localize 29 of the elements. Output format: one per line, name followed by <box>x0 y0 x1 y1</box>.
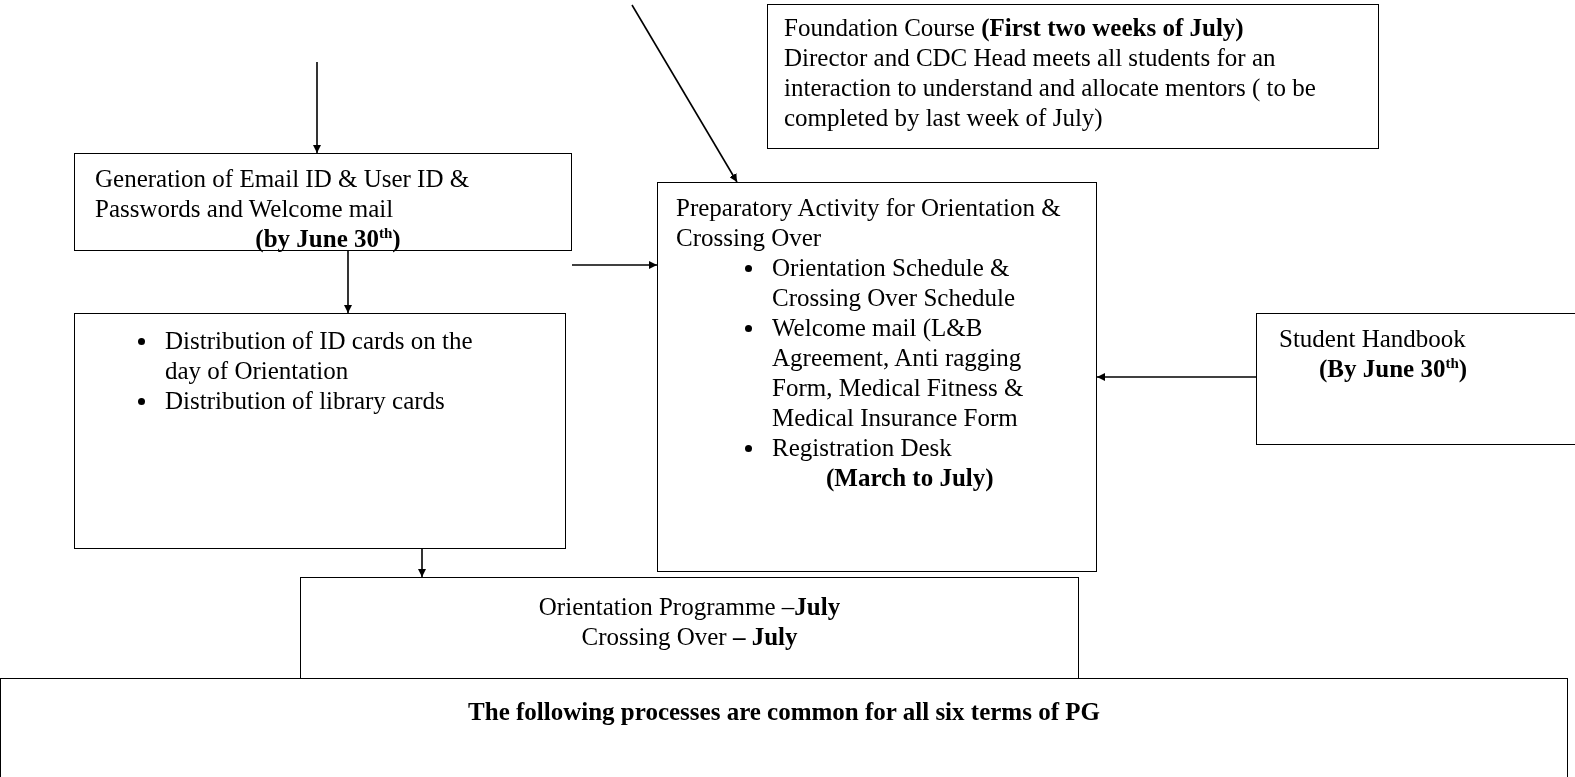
note-box <box>767 4 1379 149</box>
bullet-item: Orientation Schedule & Crossing Over Schedule <box>772 253 1086 313</box>
box-text: Orientation Programme –July <box>537 592 842 622</box>
box-text: Generation of Email ID & User ID & Passwords and Welcome mail <box>95 164 471 224</box>
box-text: The following processes are common for all six terms of PG <box>467 697 1101 727</box>
process-box <box>1256 313 1575 445</box>
bullet-item: Distribution of library cards <box>165 386 505 416</box>
box-text: Preparatory Activity for Orientation & Crossing Over <box>676 193 1062 253</box>
box-note: (March to July) <box>826 463 995 493</box>
arrow <box>344 250 352 314</box>
box-note: (by June 30$^{th}$) <box>254 224 402 254</box>
bullet-item: Registration Desk <box>772 433 1086 463</box>
box-note: Director and CDC Head meets all students for an interaction to understand and allocate mentors ( to be completed by last week of July) <box>784 43 1317 133</box>
bullet-item: Welcome mail (L&B Agreement, Anti ragging Form, Medical Fitness & Medical Insurance Form <box>772 313 1086 433</box>
box-note: (By June 30$^{th}$) <box>1319 354 1469 384</box>
process-box <box>74 313 566 549</box>
arrow <box>1096 373 1257 381</box>
process-box <box>657 182 1097 572</box>
banner-box <box>0 678 1568 777</box>
box-note: Crossing Over – July <box>580 622 799 652</box>
bullet-item: Distribution of ID cards on the day of Orientation <box>165 326 505 386</box>
process-box <box>300 577 1079 679</box>
arrow <box>571 261 658 269</box>
arrow <box>418 548 426 578</box>
box-text: Student Handbook <box>1279 324 1467 354</box>
arrow <box>313 61 321 154</box>
process-box <box>74 153 572 251</box>
arrow <box>631 4 738 183</box>
box-text: Foundation Course (First two weeks of July) <box>784 13 1245 43</box>
